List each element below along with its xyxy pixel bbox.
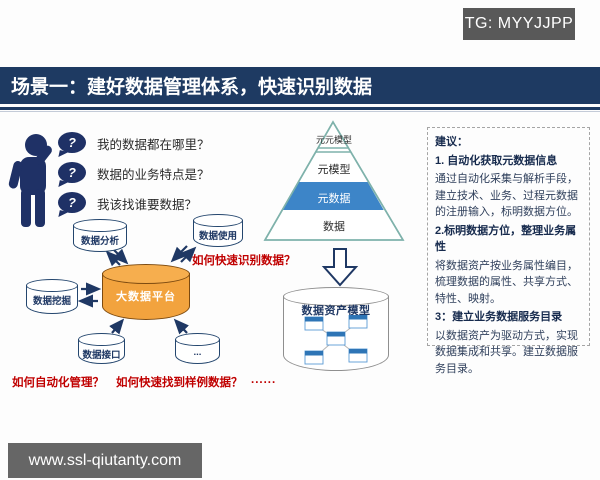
- header-underline: [0, 107, 600, 110]
- red-question-sample: 如何快速找到样例数据？: [116, 377, 243, 389]
- asset-model-cylinder: 数据资产模型: [283, 287, 389, 371]
- cylinder-shape: [283, 287, 389, 306]
- suggestion-body: 将数据资产按业务属性编目，梳理数据的属性、共享方式、特性、映射。: [435, 259, 578, 305]
- header-underline-thin: [0, 111, 600, 112]
- tg-watermark-badge: TG: MYYJJPP: [463, 8, 575, 40]
- red-question-more: ......: [251, 374, 277, 386]
- suggestion-body: 通过自动化采集与解析手段，建立技术、业务、过程元数据的注册输入，标明数据方位。: [435, 173, 578, 218]
- cylinder-data-interface: 数据接口: [78, 333, 125, 364]
- cylinder-label: 数据接口: [82, 350, 121, 361]
- cylinder-data-use: 数据使用: [193, 214, 243, 247]
- down-arrow-icon: [321, 248, 359, 287]
- site-watermark-badge: www.ssl-qiutanty.com: [8, 443, 202, 478]
- cylinder-shape: [193, 214, 243, 227]
- cylinder-data-analysis: 数据分析: [73, 219, 127, 252]
- cylinder-label: 数据使用: [198, 231, 237, 242]
- pyramid-level-metadata: 元数据: [317, 193, 351, 205]
- asset-model-label: 数据资产模型: [301, 305, 371, 317]
- cylinder-shape: [102, 264, 190, 284]
- pyramid-level-meta-meta-model: 元元模型: [315, 135, 352, 145]
- red-question-identify: 如何快速识别数据？: [192, 255, 296, 267]
- question-bubble: ?: [58, 162, 86, 183]
- cylinder-shape: [26, 279, 78, 292]
- question-text: 我的数据都在哪里？: [97, 138, 210, 152]
- question-text: 数据的业务特点是？: [97, 168, 210, 182]
- platform-cylinder: 大数据平台: [102, 264, 190, 320]
- platform-label: 大数据平台: [116, 291, 176, 303]
- cylinder-more: ...: [175, 333, 220, 364]
- cylinder-shape: [175, 333, 220, 346]
- page-title: 场景一：建好数据管理体系，快速识别数据: [0, 67, 600, 104]
- cylinder-label: ...: [193, 347, 202, 358]
- cylinder-label: 数据挖掘: [32, 296, 71, 307]
- cylinder-label: 数据分析: [80, 236, 119, 247]
- question-bubble: ?: [58, 132, 86, 153]
- question-text: 我该找谁要数据？: [97, 198, 198, 212]
- pyramid-level-meta-model: 元模型: [317, 164, 351, 176]
- red-question-auto: 如何自动化管理？: [12, 377, 104, 389]
- suggestion-heading: 1. 自动化获取元数据信息: [435, 154, 558, 167]
- suggestions-panel: 建议： 1. 自动化获取元数据信息 通过自动化采集与解析手段，建立技术、业务、过…: [427, 127, 590, 375]
- suggestions-title: 建议：: [435, 136, 468, 148]
- suggestion-body: 以数据资产为驱动方式，实现数据集成和共享。建立数据服务目录。: [435, 329, 578, 375]
- question-mark: ?: [68, 165, 76, 180]
- question-mark: ?: [68, 135, 76, 150]
- asset-model-network-icon: [304, 315, 368, 365]
- suggestion-heading: 2.标明数据方位，整理业务属性: [435, 224, 577, 254]
- cylinder-shape: [73, 219, 127, 232]
- cylinder-data-mining: 数据挖掘: [26, 279, 78, 314]
- question-bubble: ?: [58, 192, 86, 213]
- suggestion-heading: 3：建立业务数据服务目录: [435, 311, 563, 323]
- question-mark: ?: [68, 195, 76, 210]
- pyramid-level-data: 数据: [323, 221, 345, 233]
- cylinder-shape: [78, 333, 125, 346]
- thinking-person-icon: [8, 134, 52, 227]
